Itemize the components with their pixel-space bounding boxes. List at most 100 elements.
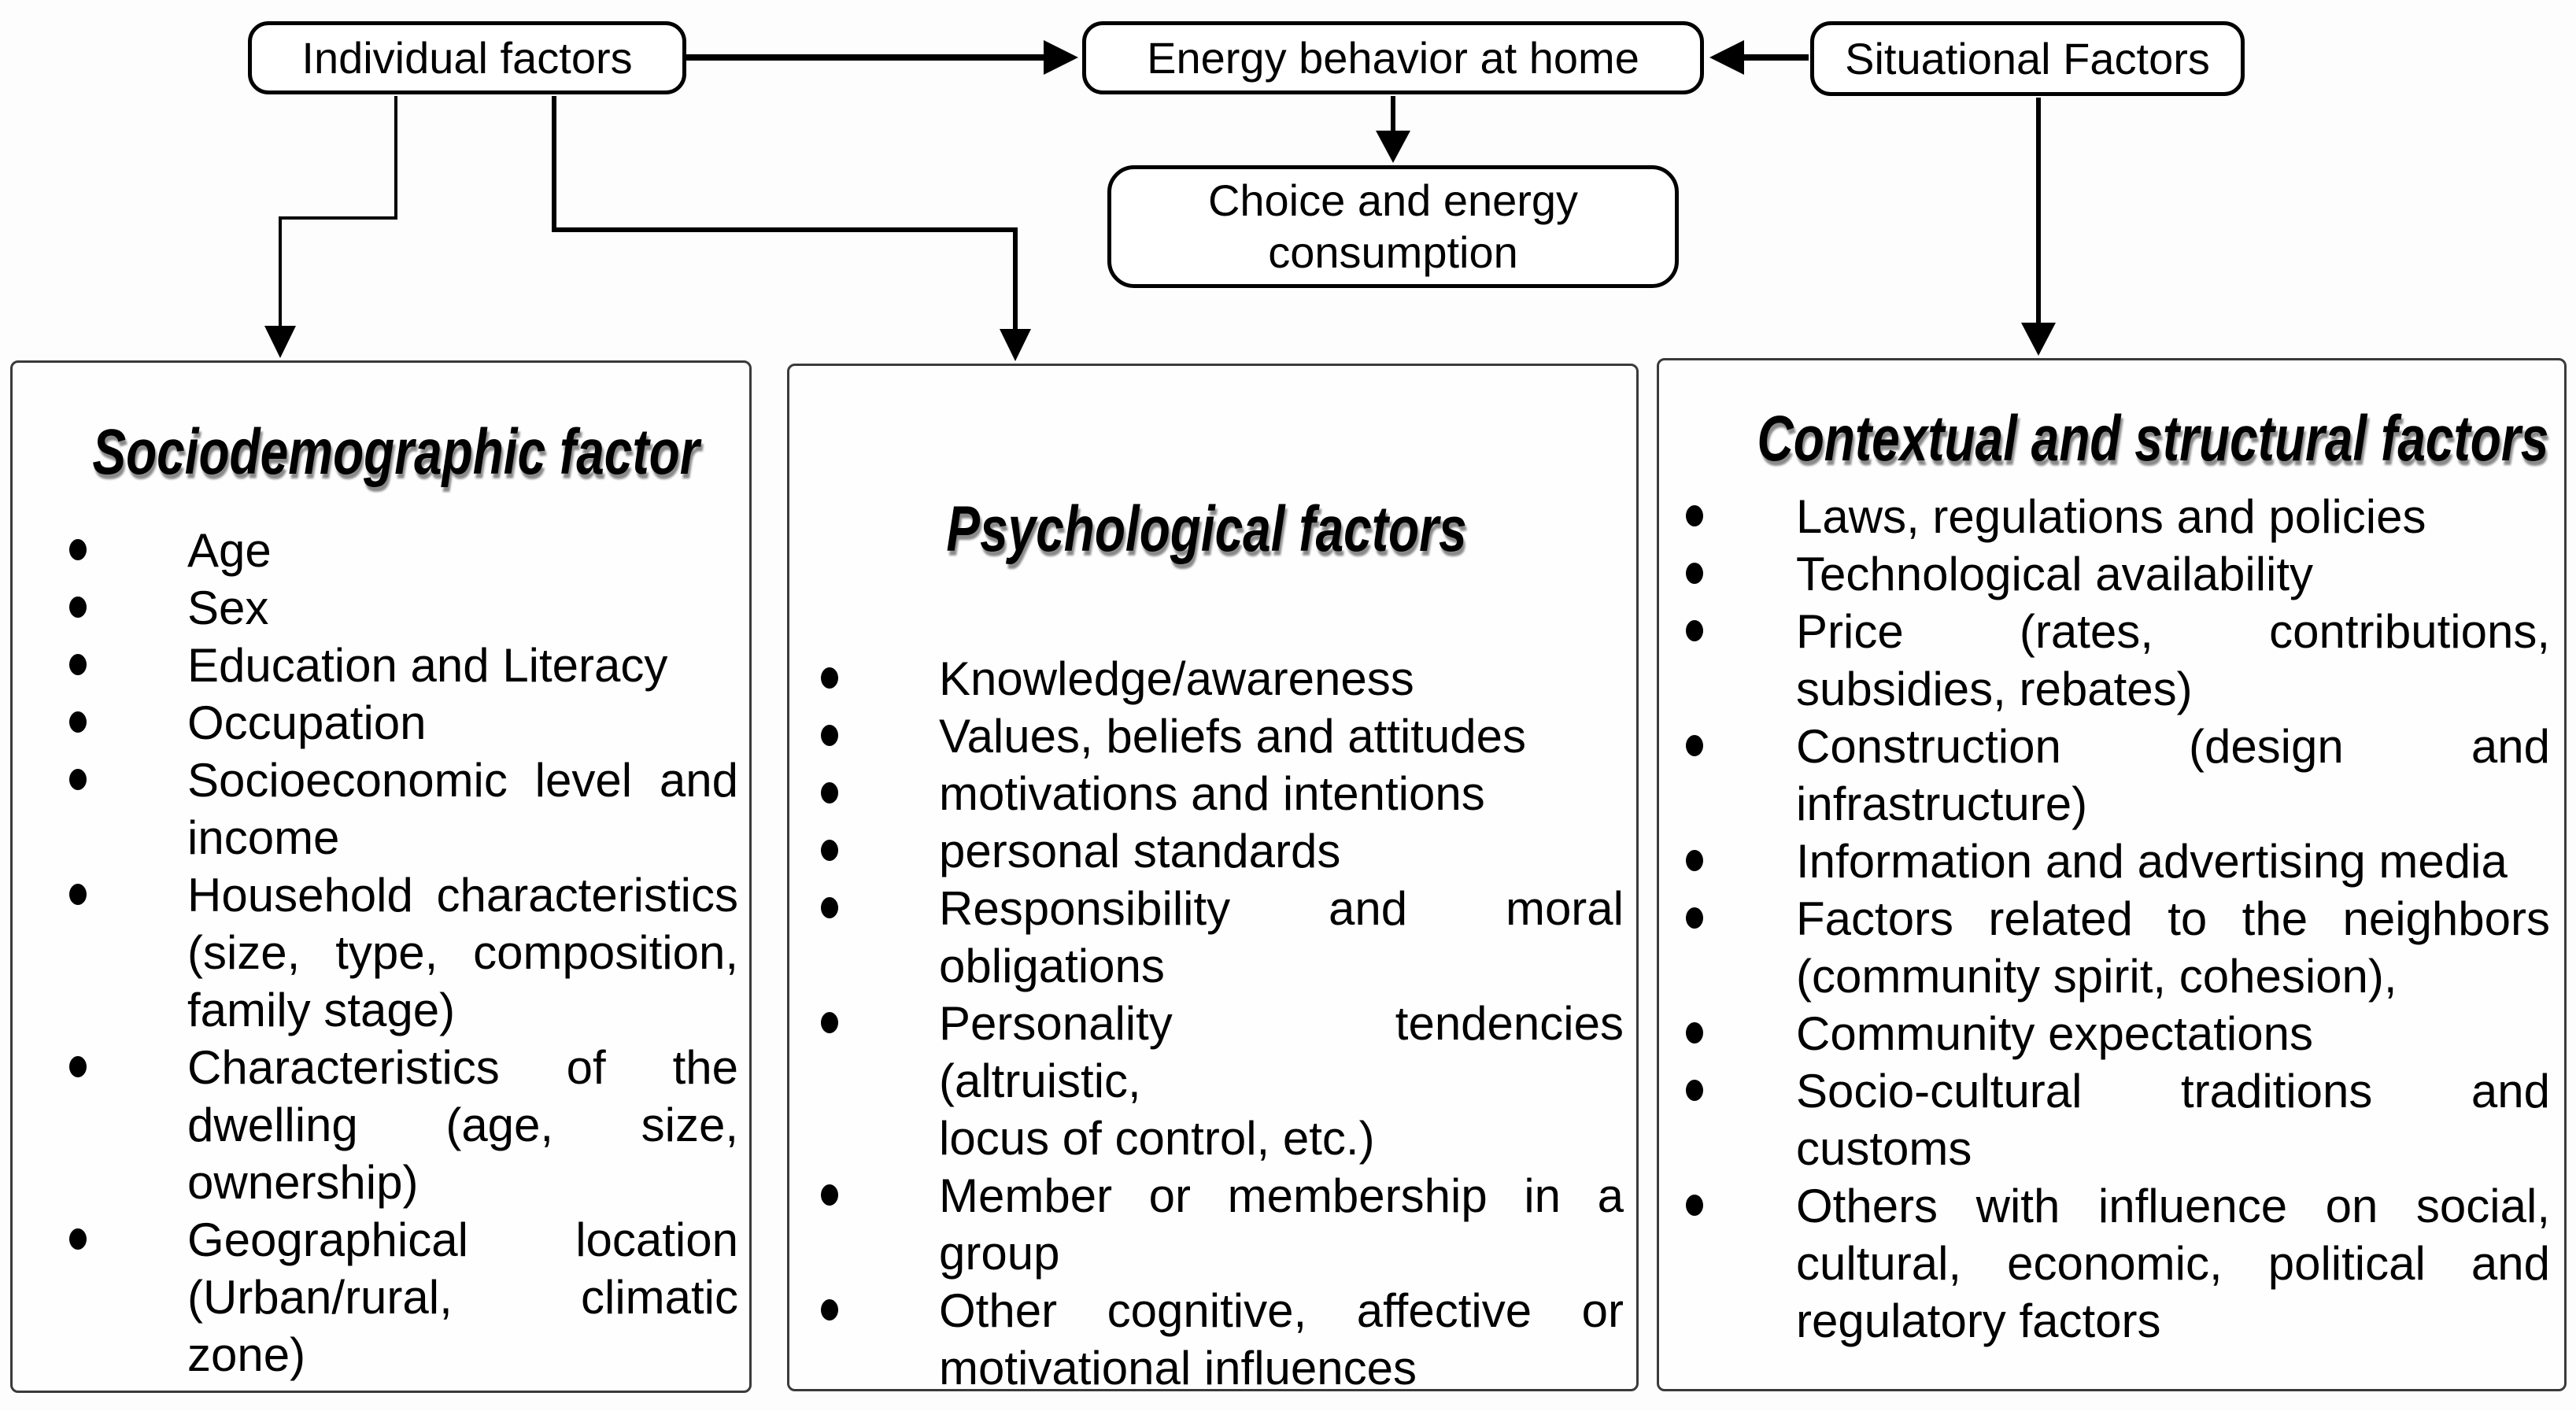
bullet-icon	[821, 1184, 838, 1206]
list-item: Technological availability	[1686, 545, 2550, 603]
list-item-text: Price (rates, contributions,subsidies, r…	[1796, 605, 2550, 715]
bullet-icon	[69, 1056, 87, 1077]
list-item-text: Geographical location(Urban/rural, clima…	[187, 1213, 738, 1381]
bullet-icon	[1686, 505, 1703, 526]
list-item-text: Education and Literacy	[187, 639, 668, 692]
list-item: Community expectations	[1686, 1005, 2550, 1062]
list-item-text: Information and advertising media	[1796, 835, 2508, 888]
node-label: Energy behavior at home	[1147, 32, 1639, 83]
list-item: Values, beliefs and attitudes	[821, 707, 1624, 765]
list-item-text: motivations and intentions	[939, 767, 1485, 820]
arrowhead-right-icon	[1044, 40, 1078, 75]
list-item-text: Values, beliefs and attitudes	[939, 710, 1527, 763]
bullet-icon	[821, 897, 838, 918]
list-item: Knowledge/awareness	[821, 650, 1624, 707]
list-item-text: Sex	[187, 582, 269, 634]
panel-title: Psychological factors	[946, 493, 1467, 565]
list-item: Others with influence on social,cultural…	[1686, 1177, 2550, 1350]
node-individual-factors: Individual factors	[248, 21, 686, 94]
bullet-icon	[821, 782, 838, 803]
panel-title: Sociodemographic factor	[92, 416, 700, 488]
list-item-text: Laws, regulations and policies	[1796, 490, 2426, 543]
list-item-text: Community expectations	[1796, 1007, 2313, 1060]
list-item-text: Factors related to the neighbors(communi…	[1796, 892, 2550, 1003]
list-item: Sex	[69, 579, 738, 637]
arrowhead-down-icon	[264, 326, 296, 358]
list-item: Education and Literacy	[69, 637, 738, 694]
list-item: Factors related to the neighbors(communi…	[1686, 890, 2550, 1005]
bullet-icon	[1686, 1022, 1703, 1043]
list-item: Geographical location(Urban/rural, clima…	[69, 1211, 738, 1383]
node-label: Choice and energy consumption	[1207, 175, 1579, 277]
arrowhead-down-icon	[1000, 329, 1031, 361]
bullet-icon	[1686, 735, 1703, 756]
node-label: Individual factors	[301, 32, 633, 83]
bullet-icon	[69, 884, 87, 905]
list-item: Price (rates, contributions,subsidies, r…	[1686, 603, 2550, 718]
connector-individual-to-sociodemographic	[279, 96, 397, 329]
list-item-text: Occupation	[187, 696, 427, 749]
panel-psychological: Psychological factors Knowledge/awarenes…	[787, 364, 1639, 1394]
connector-individual-to-psychological	[552, 96, 1018, 332]
list-item-text: Household characteristics(size, type, co…	[187, 869, 738, 1036]
list-item-text: personal standards	[939, 825, 1341, 877]
panel-contextual-structural: Contextual and structural factors Laws, …	[1657, 358, 2567, 1391]
list-item-text: Age	[187, 524, 272, 577]
bullet-icon	[69, 654, 87, 675]
list-item: personal standards	[821, 822, 1624, 880]
node-label: Situational Factors	[1845, 33, 2210, 83]
list-item: Age	[69, 522, 738, 579]
list-item-text: Personality tendencies (altruistic,locus…	[939, 997, 1624, 1165]
bullet-icon	[821, 1012, 838, 1033]
list-item: Information and advertising media	[1686, 833, 2550, 890]
list-item: Occupation	[69, 694, 738, 752]
bullet-icon	[1686, 1195, 1703, 1216]
bullet-icon	[821, 840, 838, 861]
bullet-icon	[821, 667, 838, 689]
bullet-icon	[821, 1299, 838, 1321]
node-choice-consumption: Choice and energy consumption	[1107, 165, 1679, 288]
bullet-icon	[69, 539, 87, 560]
arrowhead-left-icon	[1709, 40, 1744, 75]
bullet-icon	[1686, 620, 1703, 641]
bullet-icon	[821, 725, 838, 746]
node-situational-factors: Situational Factors	[1810, 21, 2245, 96]
list-item: Personality tendencies (altruistic,locus…	[821, 995, 1624, 1167]
arrowhead-down-icon	[1376, 131, 1410, 163]
list-item-text: Others with influence on social,cultural…	[1796, 1180, 2550, 1347]
bullet-icon	[1686, 563, 1703, 584]
list-item-text: Technological availability	[1796, 548, 2314, 600]
node-energy-behavior: Energy behavior at home	[1082, 21, 1704, 94]
list-item-text: Knowledge/awareness	[939, 652, 1414, 705]
arrowhead-down-icon	[2021, 323, 2056, 356]
bullet-icon	[69, 1228, 87, 1250]
bullet-icon	[69, 769, 87, 790]
list-item: Laws, regulations and policies	[1686, 488, 2550, 545]
list-item: Household characteristics(size, type, co…	[69, 866, 738, 1039]
bullet-icon	[69, 711, 87, 733]
list-item: motivations and intentions	[821, 765, 1624, 822]
bullet-icon	[69, 597, 87, 618]
bullet-icon	[1686, 907, 1703, 929]
bullet-icon	[1686, 1080, 1703, 1101]
